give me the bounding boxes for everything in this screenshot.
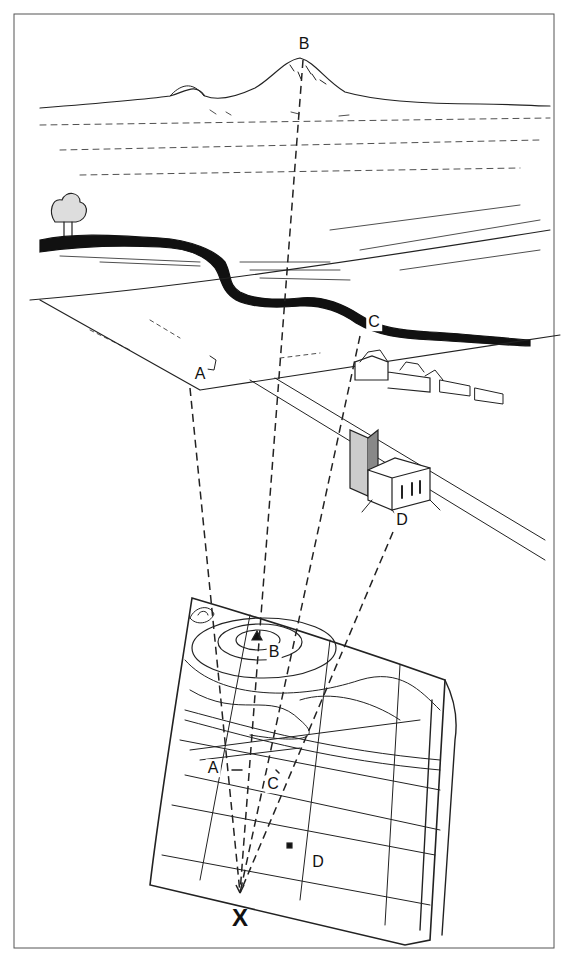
map-letter: B bbox=[267, 643, 282, 661]
map-letter: C bbox=[265, 775, 281, 793]
point-letter: C bbox=[366, 313, 382, 331]
point-letter: A bbox=[193, 365, 208, 383]
point-letter: D bbox=[394, 511, 410, 529]
sight-line bbox=[240, 60, 303, 893]
map-letter: D bbox=[310, 853, 326, 871]
position-mark: X bbox=[230, 905, 250, 931]
sight-line bbox=[240, 336, 360, 893]
sight-line bbox=[190, 388, 240, 893]
map-letter: A bbox=[206, 759, 221, 777]
sight-line bbox=[240, 532, 393, 893]
point-letter: B bbox=[297, 35, 312, 53]
